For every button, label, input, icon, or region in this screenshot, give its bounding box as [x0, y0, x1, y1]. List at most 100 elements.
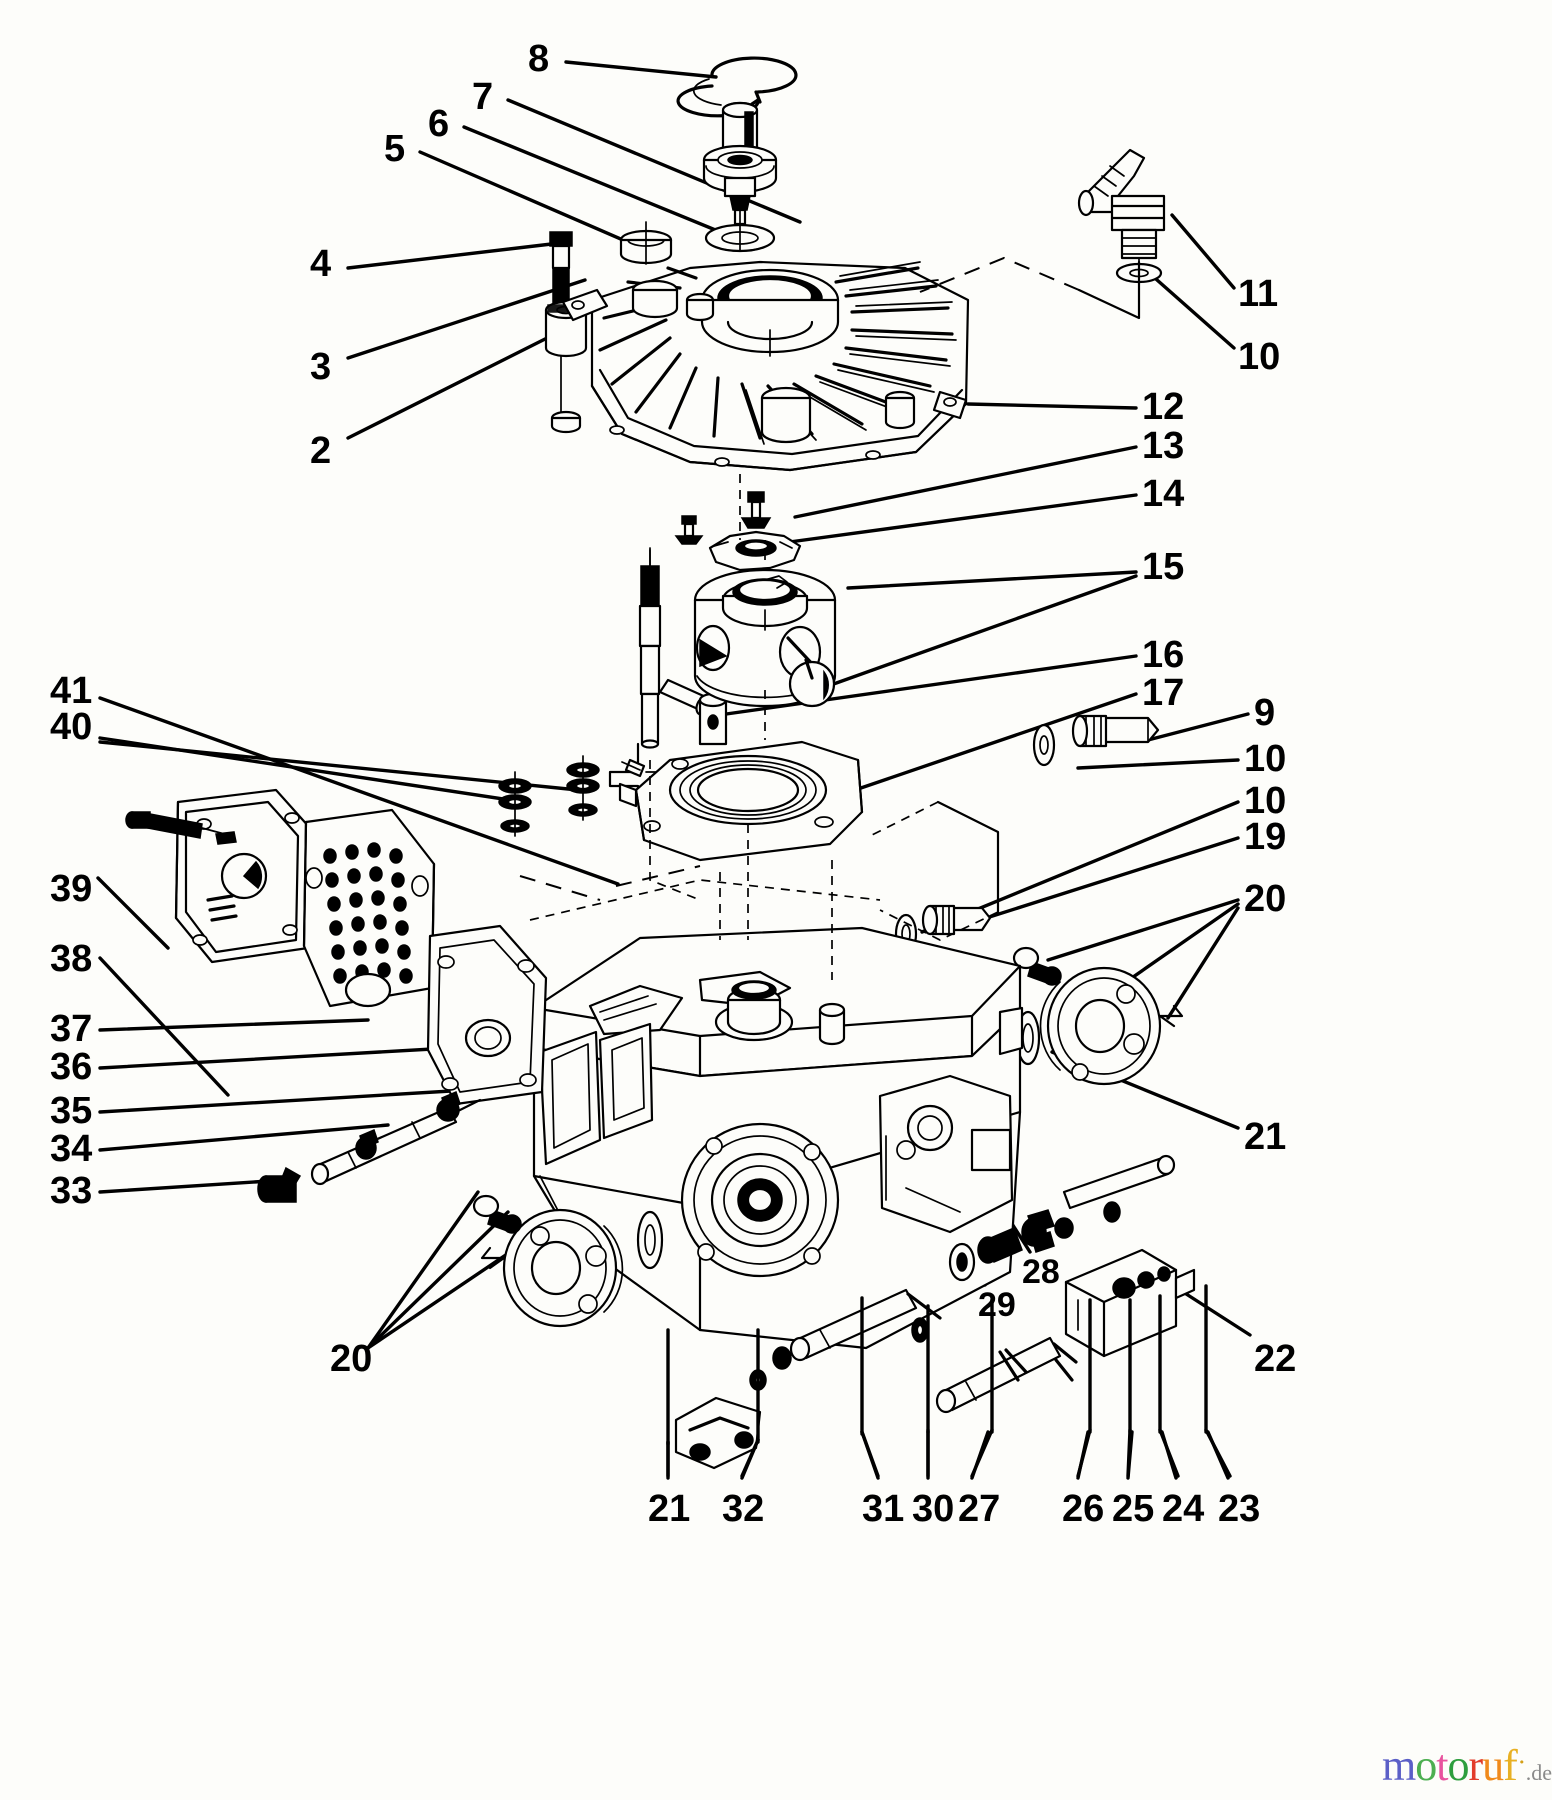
part-washer-30: [911, 1317, 929, 1343]
leader-line-c7: [506, 98, 802, 224]
leader-line-c15: [846, 570, 1138, 590]
leader-line-c34: [98, 1123, 390, 1152]
callout-number-13: 13: [1142, 425, 1185, 467]
callout-number-24: 24: [1162, 1488, 1205, 1530]
part-side-cover-38: [174, 788, 312, 964]
part-lock-tab-14: [708, 530, 802, 572]
watermark-letter: o: [1415, 1741, 1437, 1790]
part-plug-19: [869, 800, 1000, 955]
part-shaft-22-right: [1031, 1154, 1176, 1253]
watermark-letter: o: [1447, 1741, 1469, 1790]
callout-number-25: 25: [1112, 1488, 1155, 1530]
part-cylinder-block-15: [693, 568, 837, 708]
part-valve-body-23: [1064, 1248, 1196, 1358]
callout-number-3: 3: [310, 346, 332, 388]
callout-number-37: 37: [50, 1008, 93, 1050]
callout-number-10: 10: [1244, 780, 1287, 822]
part-shaft-27: [935, 1336, 1078, 1414]
callout-number-35: 35: [50, 1090, 93, 1132]
part-oring-10b: [1032, 723, 1056, 767]
part-ball-16: [788, 658, 836, 708]
callout-number-17: 17: [1142, 672, 1185, 714]
callout-number-34: 34: [50, 1128, 93, 1170]
leader-line-c12: [966, 402, 1138, 410]
callout-number-14: 14: [1142, 473, 1185, 515]
part-bushing-28: [977, 1209, 1055, 1264]
callout-number-19: 19: [1244, 816, 1287, 858]
leader-line-c33: [98, 1178, 287, 1194]
callout-number-2: 2: [310, 430, 332, 472]
part-woodruff-key-right: [1012, 946, 1062, 986]
callout-number-28: 28: [1022, 1253, 1060, 1291]
watermark-dot: ˙: [1516, 1754, 1527, 1787]
part-axle-hub-right-21: [1039, 966, 1184, 1086]
leader-line-c20b2: [366, 1210, 510, 1350]
callout-number-10: 10: [1238, 336, 1281, 378]
leader-line-c5: [418, 150, 655, 255]
callout-number-8: 8: [528, 38, 550, 80]
callout-number-16: 16: [1142, 634, 1185, 676]
leader-line-c17: [853, 692, 1138, 792]
part-control-shaft-1: [608, 549, 728, 804]
callout-number-10: 10: [1244, 738, 1287, 780]
filter-mesh: [323, 842, 413, 984]
leader-line-c15b: [826, 574, 1138, 688]
part-gasket-under-flange: [519, 865, 881, 921]
gearcase-right-face: [878, 1074, 1014, 1234]
leader-line-c22: [1178, 1288, 1252, 1337]
watermark-letter: f: [1503, 1741, 1518, 1790]
part-washer-29: [948, 1242, 976, 1282]
leader-line-c19: [978, 836, 1240, 922]
part-axle-hub-left-20: [472, 1194, 624, 1328]
part-nut-2: [550, 410, 582, 434]
callout-number-32: 32: [722, 1488, 765, 1530]
bottom-leader-stems: [666, 1284, 1232, 1478]
part-seals-40-41: [498, 755, 600, 837]
leader-line-c11: [1170, 213, 1236, 290]
part-oring-10a: [919, 256, 1163, 320]
leader-line-c36: [98, 1046, 452, 1070]
leader-line-c4: [346, 241, 562, 270]
callout-number-21: 21: [1244, 1116, 1287, 1158]
leader-line-c41: [98, 696, 620, 886]
part-flange-plate-17: [618, 740, 864, 862]
leader-line-c20b: [366, 1190, 480, 1350]
leader-line-c3: [346, 278, 587, 360]
part-shaft-31: [772, 1288, 942, 1370]
part-oring-21-left: [636, 1210, 664, 1270]
leader-line-c14: [780, 493, 1138, 545]
leader-line-c40b: [98, 740, 580, 792]
gearcase-left-block: [538, 1022, 654, 1166]
part-plug-9: [1071, 714, 1160, 748]
leader-line-c9: [1146, 712, 1250, 742]
watermark-letter: u: [1482, 1741, 1504, 1790]
part-roll-pin-33: [257, 1166, 302, 1203]
leader-line-c10a: [1146, 270, 1236, 350]
callout-number-15: 15: [1142, 546, 1185, 588]
part-bolt-12: [740, 491, 772, 529]
leader-line-c2: [346, 328, 565, 440]
callout-number-30: 30: [912, 1488, 955, 1530]
callout-number-6: 6: [428, 103, 450, 145]
callout-number-11: 11: [1238, 273, 1279, 315]
part-filter-screen-37: [302, 808, 436, 1008]
part-washer-5: [619, 221, 673, 265]
callout-number-38: 38: [50, 938, 93, 980]
part-gasket-36: [426, 924, 548, 1106]
callout-number-12: 12: [1142, 386, 1185, 428]
site-watermark: motoruf˙.de: [1382, 1744, 1552, 1788]
leader-line-c39: [96, 876, 170, 950]
callout-number-31: 31: [862, 1488, 905, 1530]
leader-line-c20a: [1046, 898, 1240, 962]
callout-number-21: 21: [648, 1488, 691, 1530]
part-stud-39: [125, 811, 233, 839]
leader-line-c8: [564, 60, 718, 79]
callout-number-5: 5: [384, 128, 406, 170]
watermark-letter: r: [1468, 1741, 1483, 1790]
watermark-letter: m: [1382, 1741, 1416, 1790]
watermark-tld: .de: [1525, 1760, 1552, 1785]
callout-number-40: 40: [50, 706, 93, 748]
part-bolt-13: [674, 515, 704, 545]
